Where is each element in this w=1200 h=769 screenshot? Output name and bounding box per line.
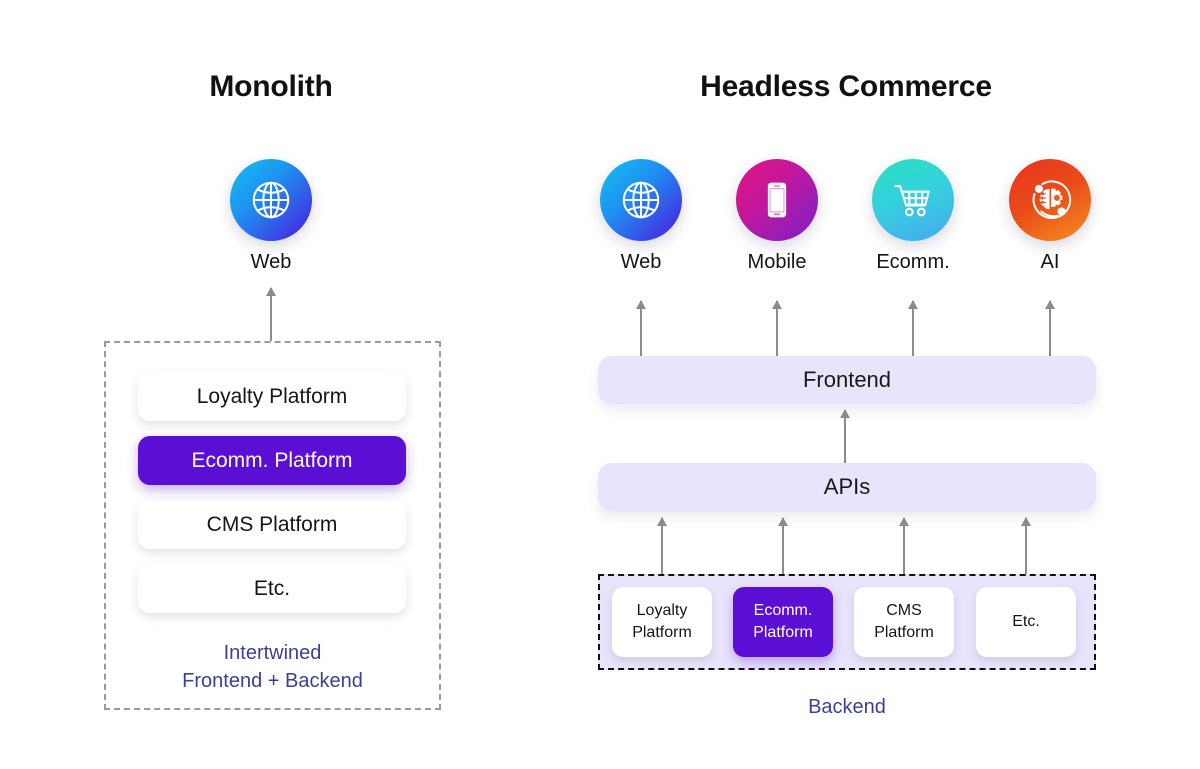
backend-card-cms-line1: CMS — [886, 602, 922, 620]
headless-column-title: Headless Commerce — [700, 70, 992, 103]
backend-card-ecomm-line2: Platform — [753, 624, 813, 641]
headless-channel-ai-label: AI — [1040, 251, 1060, 273]
monolith-card-ecomm[interactable]: Ecomm. Platform — [138, 436, 406, 485]
monolith-card-cms[interactable]: CMS Platform — [138, 500, 406, 549]
backend-card-cms[interactable]: CMS Platform — [854, 587, 954, 657]
frontend-layer-label: Frontend — [802, 367, 892, 392]
arrow-loyalty-to-apis — [657, 517, 667, 596]
headless-channel-web-label: Web — [620, 251, 662, 273]
monolith-caption-line2: Frontend + Backend — [182, 670, 363, 692]
globe-icon — [230, 159, 312, 241]
globe-icon — [600, 159, 682, 241]
arrow-frontend-to-ai — [1045, 300, 1055, 356]
monolith-caption: Intertwined Frontend + Backend — [104, 639, 441, 695]
arrow-frontend-to-web — [636, 300, 646, 356]
arrow-etc-to-apis — [1021, 517, 1031, 596]
headless-channel-web: Web — [586, 159, 696, 274]
arrow-frontend-to-mobile — [772, 300, 782, 356]
arrow-ecomm-to-apis — [778, 517, 788, 596]
headless-channel-mobile: Mobile — [722, 159, 832, 274]
backend-card-cms-line2: Platform — [874, 624, 934, 641]
monolith-card-ecomm-label: Ecomm. Platform — [191, 448, 353, 472]
arrow-frontend-to-ecomm — [908, 300, 918, 356]
monolith-card-loyalty-label: Loyalty Platform — [196, 384, 348, 408]
monolith-card-etc-label: Etc. — [253, 576, 291, 600]
headless-channel-ecomm-label: Ecomm. — [876, 251, 950, 273]
monolith-card-cms-label: CMS Platform — [206, 512, 338, 536]
backend-card-etc[interactable]: Etc. — [976, 587, 1076, 657]
headless-channel-ai: AI — [995, 159, 1105, 274]
backend-card-etc-line1: Etc. — [1012, 613, 1040, 631]
monolith-column-title: Monolith — [209, 70, 333, 103]
arrow-apis-to-frontend — [840, 409, 850, 464]
backend-card-ecomm[interactable]: Ecomm. Platform — [733, 587, 833, 657]
monolith-card-etc[interactable]: Etc. — [138, 564, 406, 613]
arrow-monolith-to-web — [266, 287, 276, 341]
headless-channel-mobile-label: Mobile — [747, 251, 807, 273]
monolith-caption-line1: Intertwined — [223, 642, 322, 664]
apis-layer-bar[interactable]: APIs — [598, 463, 1096, 511]
shopping-cart-icon — [872, 159, 954, 241]
monolith-channel-web-label: Web — [250, 251, 292, 273]
backend-card-loyalty-line2: Platform — [632, 624, 692, 641]
monolith-dashed-container — [104, 341, 441, 710]
smartphone-icon — [736, 159, 818, 241]
backend-card-loyalty-line1: Loyalty — [636, 602, 688, 620]
backend-card-ecomm-line1: Ecomm. — [753, 602, 813, 620]
headless-channel-ecomm: Ecomm. — [858, 159, 968, 274]
monolith-channel-web: Web — [216, 159, 326, 274]
arrow-cms-to-apis — [899, 517, 909, 596]
monolith-card-loyalty[interactable]: Loyalty Platform — [138, 372, 406, 421]
ai-brain-gear-icon — [1009, 159, 1091, 241]
apis-layer-label: APIs — [823, 474, 871, 499]
frontend-layer-bar[interactable]: Frontend — [598, 356, 1096, 404]
backend-caption-label: Backend — [808, 696, 886, 718]
backend-card-loyalty[interactable]: Loyalty Platform — [612, 587, 712, 657]
backend-caption: Backend — [598, 693, 1096, 721]
